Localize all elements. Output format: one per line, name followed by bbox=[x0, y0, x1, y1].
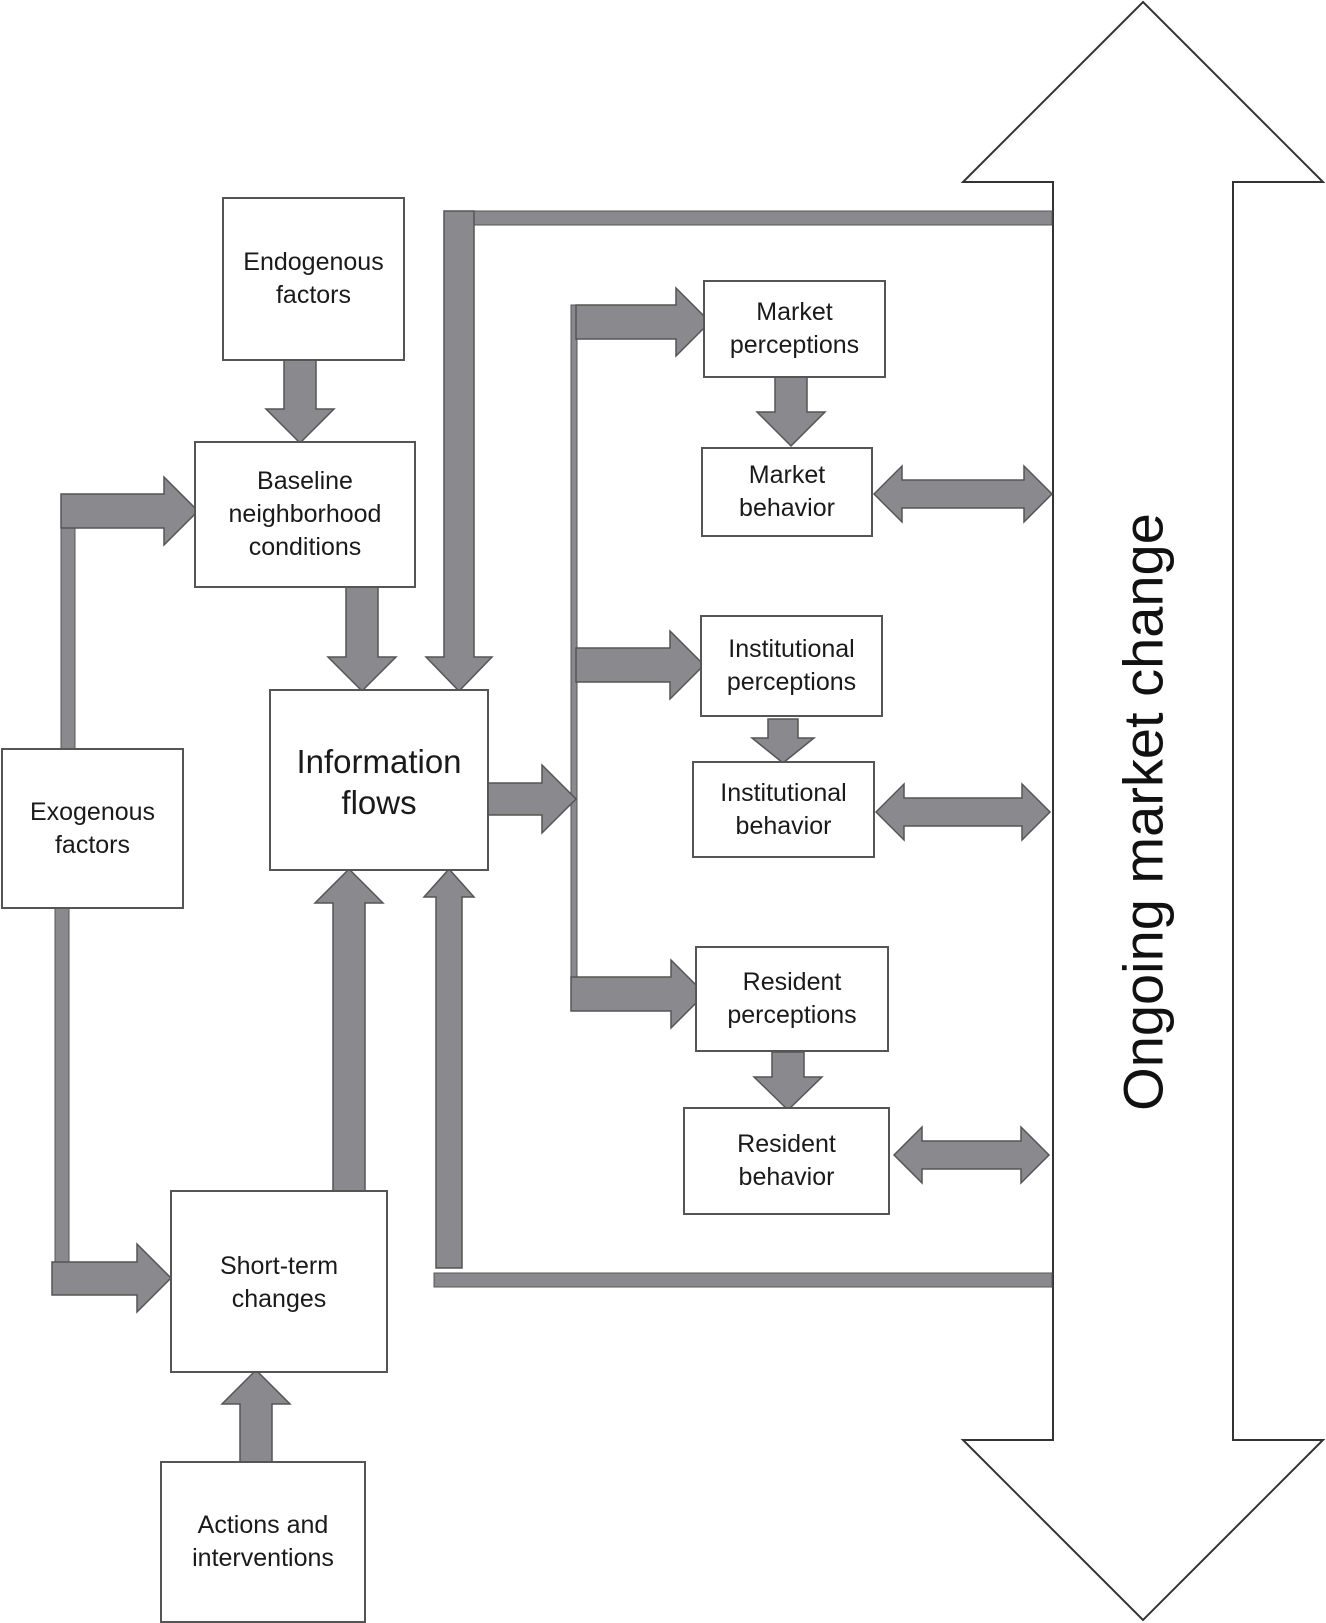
box-market-perceptions: Market perceptions bbox=[703, 280, 886, 378]
arrow-short-term-to-information bbox=[313, 867, 385, 1192]
arrow-branch-to-market-perceptions bbox=[575, 286, 712, 358]
box-line: Resident bbox=[742, 968, 842, 996]
box-line: perceptions bbox=[726, 668, 857, 696]
box-line: Information bbox=[296, 743, 462, 780]
box-resident-behavior: Resident behavior bbox=[683, 1107, 890, 1215]
box-line: changes bbox=[231, 1285, 327, 1313]
arrow-branch-to-resident-perceptions bbox=[570, 958, 707, 1030]
exogenous-up-line bbox=[60, 520, 76, 750]
box-resident-perceptions: Resident perceptions bbox=[695, 946, 889, 1052]
arrow-exogenous-to-short-term bbox=[51, 1242, 173, 1314]
exogenous-down-line bbox=[54, 904, 70, 1296]
box-information-flows: Information flows bbox=[269, 689, 489, 871]
arrow-top-feedback-down bbox=[424, 210, 494, 693]
box-line: Market bbox=[748, 461, 826, 489]
box-line: behavior bbox=[738, 1163, 835, 1191]
box-line: Endogenous bbox=[243, 248, 384, 276]
arrow-market-perceptions-to-behavior bbox=[755, 375, 827, 448]
box-line: factors bbox=[275, 281, 352, 309]
double-arrow-institutional-behavior bbox=[874, 782, 1052, 842]
box-line: Short-term bbox=[219, 1252, 339, 1280]
arrow-exogenous-to-baseline bbox=[60, 475, 200, 547]
box-line: interventions bbox=[192, 1544, 334, 1572]
arrow-actions-to-short-term bbox=[220, 1368, 292, 1467]
arrow-bottom-feedback-up bbox=[422, 867, 476, 1269]
box-endogenous-factors: Endogenous factors bbox=[222, 197, 405, 361]
box-line: perceptions bbox=[729, 331, 860, 359]
box-short-term-changes: Short-term changes bbox=[170, 1190, 388, 1373]
box-institutional-behavior: Institutional behavior bbox=[692, 761, 875, 858]
box-line: behavior bbox=[739, 494, 835, 522]
bottom-feedback-line bbox=[433, 1272, 1053, 1288]
top-feedback-line bbox=[445, 210, 1053, 226]
double-arrow-market-behavior bbox=[872, 464, 1054, 524]
arrow-institutional-perceptions-to-behavior bbox=[749, 718, 817, 764]
box-line: Institutional bbox=[728, 635, 855, 663]
block-arrows bbox=[51, 210, 1054, 1467]
box-line: flows bbox=[341, 784, 417, 821]
box-market-behavior: Market behavior bbox=[701, 447, 873, 537]
double-arrow-resident-behavior bbox=[892, 1125, 1051, 1185]
box-line: Exogenous bbox=[29, 797, 156, 826]
box-actions-and-interventions: Actions and interventions bbox=[160, 1461, 366, 1623]
ongoing-change-double-arrow bbox=[960, 0, 1326, 1622]
box-line: Actions and bbox=[197, 1511, 329, 1539]
box-line: Institutional bbox=[720, 778, 847, 807]
box-institutional-perceptions: Institutional perceptions bbox=[700, 615, 883, 717]
box-line: conditions bbox=[248, 533, 362, 561]
arrow-resident-perceptions-to-behavior bbox=[752, 1051, 824, 1112]
arrow-information-to-branch bbox=[487, 763, 578, 835]
box-baseline-neighborhood-conditions: Baseline neighborhood conditions bbox=[194, 441, 416, 588]
ongoing-market-change-label: Ongoing market change bbox=[1111, 513, 1175, 1111]
box-line: factors bbox=[54, 830, 131, 859]
box-line: Market bbox=[756, 298, 833, 326]
arrow-baseline-to-information bbox=[326, 585, 398, 693]
box-line: perceptions bbox=[727, 1001, 857, 1029]
box-exogenous-factors: Exogenous factors bbox=[1, 748, 184, 909]
arrow-branch-to-institutional-perceptions bbox=[575, 629, 706, 701]
arrow-endogenous-to-baseline bbox=[264, 358, 336, 445]
box-line: Resident bbox=[737, 1130, 836, 1158]
connector-lines bbox=[54, 210, 1053, 1296]
box-line: behavior bbox=[735, 811, 832, 840]
box-line: Baseline bbox=[257, 467, 353, 495]
box-line: neighborhood bbox=[228, 500, 382, 528]
